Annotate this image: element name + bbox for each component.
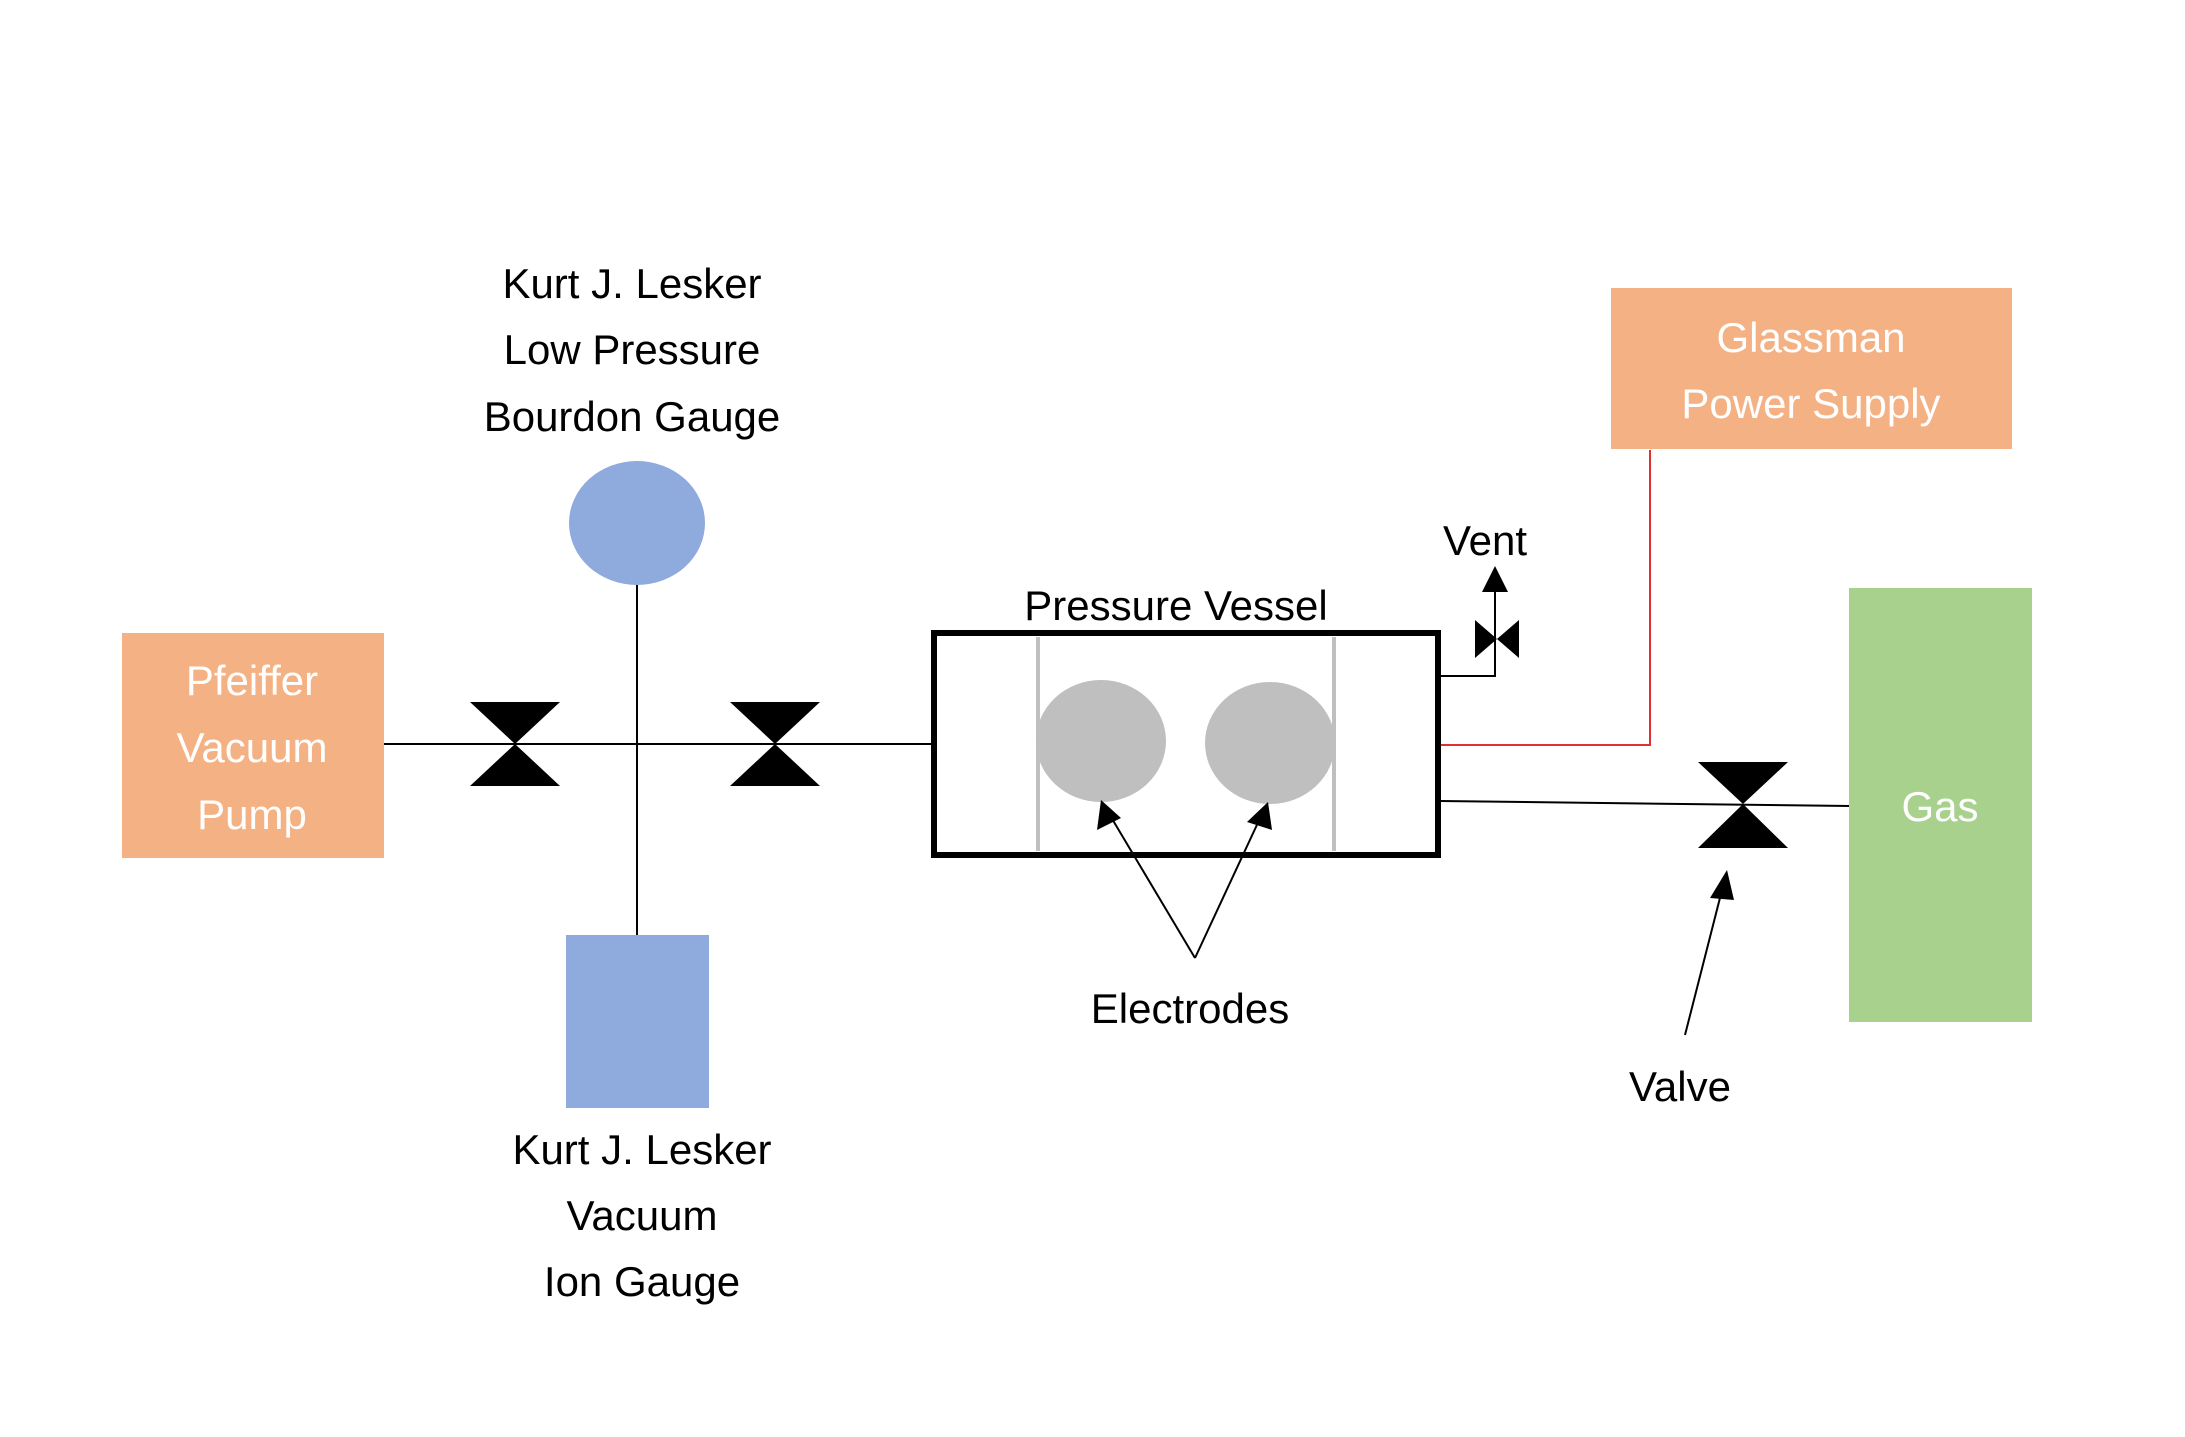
gas-label: Gas [1901,783,1978,830]
electrodes-arrowhead-right [1247,802,1272,830]
vent-line [1440,600,1496,677]
pump-label-line-1: Pfeiffer [186,657,318,704]
vessel-valve-icon [730,702,820,786]
bourdon-label-line-1: Kurt J. Lesker [502,260,761,307]
vessel-label: Pressure Vessel [1024,582,1327,629]
electrodes-callout: Electrodes [1091,800,1289,1032]
electrodes-label: Electrodes [1091,985,1289,1032]
vent-label: Vent [1443,517,1527,564]
ion-gauge-label-line-1: Kurt J. Lesker [512,1126,771,1173]
valve-callout: Valve [1629,870,1734,1110]
electrode-right [1205,682,1335,804]
pump-valve-icon [470,702,560,786]
gas-source: Gas [1849,588,2032,1022]
bourdon-label-line-2: Low Pressure [504,326,761,373]
electrode-left [1036,680,1166,802]
ion-gauge: Kurt J. Lesker Vacuum Ion Gauge [512,935,772,1305]
electrodes-arrowhead-left [1097,800,1121,830]
pressure-vessel: Pressure Vessel [931,582,1441,858]
power-supply-label-line-1: Glassman [1716,314,1905,361]
pump-label-line-3: Pump [197,791,307,838]
gas-valve-icon [1698,762,1788,848]
power-wire [1340,450,1651,746]
vent-valve-icon [1475,620,1519,658]
power-supply-label-line-2: Power Supply [1681,380,1940,427]
vent-arrow-icon [1482,566,1508,620]
power-supply: Glassman Power Supply [1611,288,2012,449]
bourdon-label-line-3: Bourdon Gauge [484,393,781,440]
bourdon-gauge: Kurt J. Lesker Low Pressure Bourdon Gaug… [484,260,781,585]
vacuum-pump: Pfeiffer Vacuum Pump [122,633,384,858]
valve-arrowhead [1710,870,1734,900]
pump-label-line-2: Vacuum [177,724,328,771]
valve-label: Valve [1629,1063,1731,1110]
ion-gauge-label-line-2: Vacuum [567,1192,718,1239]
ion-gauge-label-line-3: Ion Gauge [544,1258,740,1305]
gas-line [1439,800,1851,807]
